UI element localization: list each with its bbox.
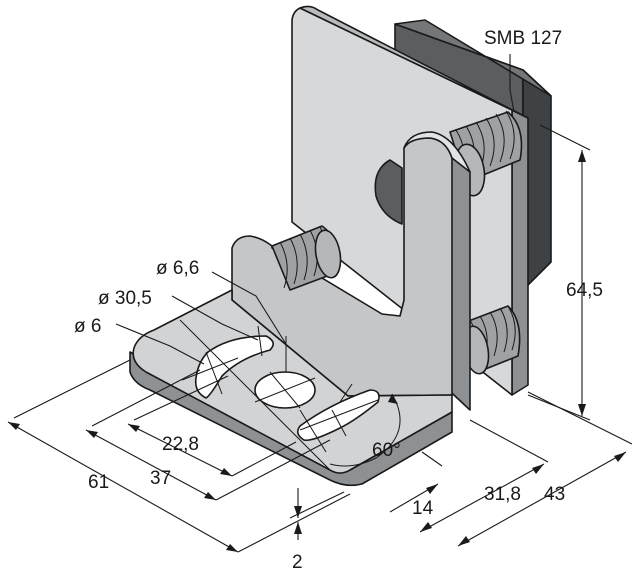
- dim-width-holes: 37: [150, 468, 171, 489]
- dim-edge: 14: [412, 498, 434, 519]
- dim-width-total: 61: [88, 472, 109, 493]
- labels: SMB 127 64,5 43 31,8 14 2 61 37 22,8 60°…: [74, 28, 603, 573]
- bracket-upright: [231, 131, 471, 411]
- hole-small: ø 6: [74, 316, 101, 337]
- hole-center: ø 6,6: [156, 258, 199, 279]
- dim-angle: 60°: [372, 440, 401, 461]
- part-label: SMB 127: [484, 28, 562, 49]
- dim-depth-total: 43: [544, 484, 565, 505]
- dimension-lines: [7, 54, 633, 553]
- dim-depth-slot: 31,8: [484, 484, 521, 505]
- left-bolt: [271, 225, 342, 291]
- dim-width-slot: 22,8: [162, 434, 199, 455]
- plate-slot: [374, 159, 403, 225]
- dim-height: 64,5: [566, 280, 603, 301]
- hole-bolt-circle: ø 30,5: [98, 288, 152, 309]
- dim-thickness: 2: [292, 552, 303, 573]
